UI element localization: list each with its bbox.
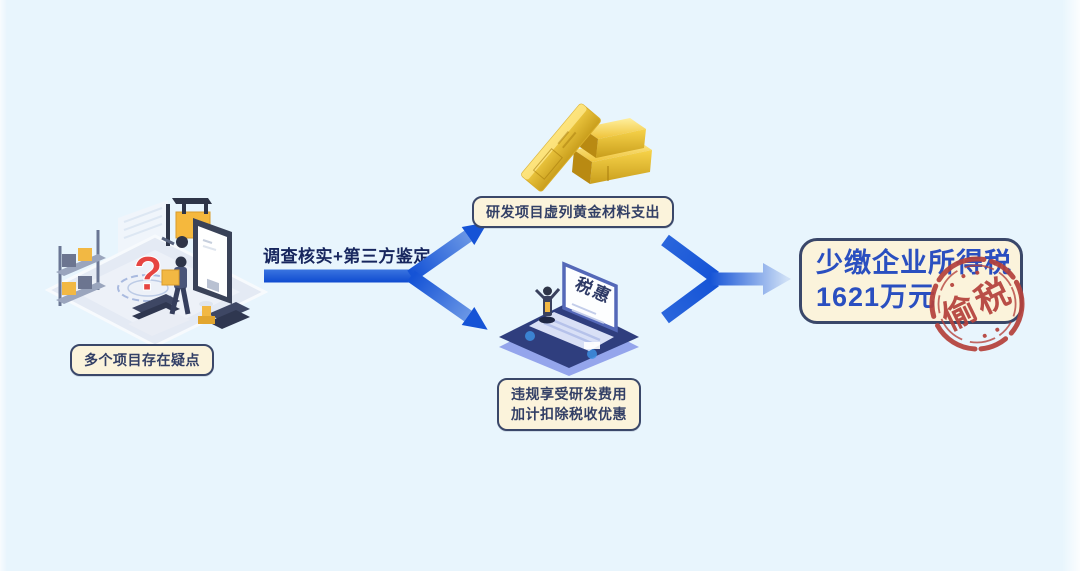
result-line2: 1621万元 (816, 282, 937, 312)
gold-stack (572, 118, 652, 184)
person-icon (534, 286, 561, 324)
merge-arrow-icon (661, 234, 791, 324)
split-arrow-icon (264, 222, 488, 330)
branch-bottom-caption-badge: 违规享受研发费用 加计扣除税收优惠 (497, 378, 641, 431)
process-step-label: 调查核实+第三方鉴定 (263, 247, 431, 266)
result-box: 少缴企业所得税 1621万元 (799, 238, 1023, 324)
branch-bottom-caption-line1: 违规享受研发费用 (511, 386, 627, 402)
worker-icon (161, 256, 191, 315)
warehouse-illustration: ? (44, 198, 269, 348)
clipboard-icon (193, 218, 232, 324)
tax-evasion-stamp: 偷税 (929, 256, 1025, 352)
question-mark-icon: ? (133, 248, 162, 301)
source-caption-badge: 多个项目存在疑点 (70, 344, 214, 377)
branch-top-caption-badge: 研发项目虚列黄金材料支出 (472, 196, 674, 229)
shelf-rack (56, 230, 106, 306)
branch-bottom-caption-line2: 加计扣除税收优惠 (511, 406, 627, 423)
gold-leaning-bar (521, 103, 601, 192)
gold-bars-icon (521, 103, 652, 192)
dark-pallets (128, 294, 250, 336)
tax-laptop-illustration: 税惠 (499, 261, 639, 376)
